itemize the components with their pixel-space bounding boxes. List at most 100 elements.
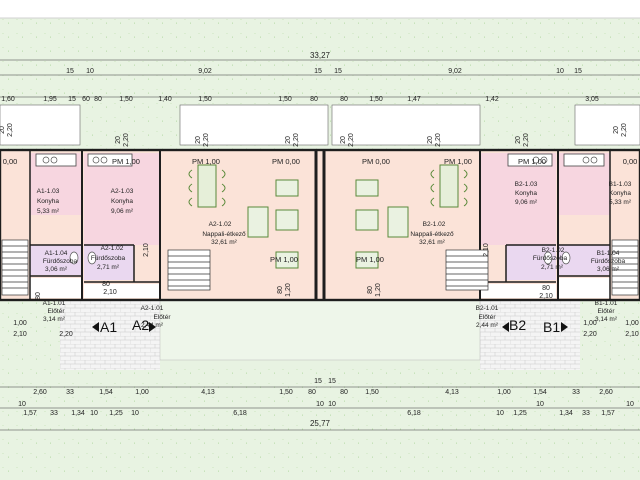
svg-text:2,10: 2,10 [625, 331, 639, 338]
svg-text:A2-1.02: A2-1.02 [209, 221, 232, 228]
room-a1-hall: A1-1.01 Előtér 3,14 m² [43, 300, 66, 323]
svg-text:Fürdőszoba: Fürdőszoba [91, 255, 126, 262]
room-a2-living: A2-1.02 Nappali-étkező 32,61 m² [202, 221, 246, 246]
svg-text:1,50: 1,50 [279, 389, 293, 396]
svg-text:Konyha: Konyha [609, 190, 631, 197]
svg-text:20: 20 [613, 126, 620, 134]
svg-text:2,20: 2,20 [348, 133, 355, 147]
svg-text:Előtér: Előtér [154, 314, 172, 321]
svg-text:10: 10 [496, 410, 504, 417]
unit-label-a2: A2 [132, 317, 149, 333]
svg-text:2,20: 2,20 [203, 133, 210, 147]
sink-icons [42, 156, 598, 164]
svg-text:2,71 m²: 2,71 m² [97, 264, 120, 271]
svg-text:32,61 m²: 32,61 m² [419, 239, 445, 246]
svg-text:33: 33 [50, 410, 58, 417]
top-margin [0, 0, 640, 18]
svg-text:80: 80 [35, 292, 42, 300]
svg-text:B1-1.04: B1-1.04 [597, 250, 620, 257]
svg-text:20: 20 [340, 136, 347, 144]
svg-text:2,20: 2,20 [583, 331, 597, 338]
stairs-center-right [445, 249, 489, 291]
svg-text:Nappali-étkező: Nappali-étkező [202, 231, 246, 238]
svg-text:4,13: 4,13 [445, 389, 459, 396]
walls [0, 148, 640, 302]
hall-a1 [30, 278, 82, 298]
room-a1-kitchen: A1-1.03 Konyha 5,33 m² [37, 188, 60, 215]
svg-text:2,20: 2,20 [621, 123, 628, 137]
svg-text:10: 10 [626, 401, 634, 408]
svg-text:20: 20 [115, 136, 122, 144]
kitchen-b2 [480, 153, 556, 245]
svg-text:10: 10 [90, 410, 98, 417]
paving-right [480, 298, 580, 370]
svg-text:A1-1.01: A1-1.01 [43, 300, 66, 307]
svg-text:5,33 m²: 5,33 m² [609, 199, 632, 206]
dim-bottom-row2: 10 1,57 33 1,34 10 1,25 10 6,18 10 10 6,… [18, 401, 634, 417]
dim-bottom-total: 25,77 [310, 419, 331, 428]
svg-text:6,18: 6,18 [407, 410, 421, 417]
svg-text:80: 80 [340, 96, 348, 103]
svg-text:1,40: 1,40 [158, 96, 172, 103]
svg-text:2,20: 2,20 [435, 133, 442, 147]
svg-text:1,50: 1,50 [278, 96, 292, 103]
svg-text:3,14 m²: 3,14 m² [595, 316, 618, 323]
svg-text:3,14 m²: 3,14 m² [43, 316, 66, 323]
svg-text:2,10: 2,10 [103, 289, 117, 296]
svg-text:15: 15 [68, 96, 76, 103]
svg-text:B2-1.02: B2-1.02 [542, 247, 565, 254]
svg-text:60: 60 [82, 96, 90, 103]
svg-text:1,54: 1,54 [99, 389, 113, 396]
svg-text:Konyha: Konyha [37, 198, 59, 205]
svg-text:2,20: 2,20 [7, 123, 14, 137]
dining-table-left [188, 164, 226, 208]
room-b1-hall: B1-1.01 Előtér 3,14 m² [595, 300, 618, 323]
svg-text:10: 10 [18, 401, 26, 408]
dim-top-total: 33,27 [310, 51, 331, 60]
svg-text:PM 0,00: PM 0,00 [272, 157, 300, 166]
dim-misc: 80 2,10 2,10 80 80 2,10 2,10 80 1,20 80 … [13, 243, 639, 338]
hall-b1 [558, 278, 610, 298]
svg-text:10: 10 [556, 68, 564, 75]
svg-text:2,71 m²: 2,71 m² [541, 264, 564, 271]
svg-text:10: 10 [328, 401, 336, 408]
svg-text:Fürdőszoba: Fürdőszoba [591, 258, 626, 265]
svg-text:2,20: 2,20 [523, 133, 530, 147]
svg-text:1,34: 1,34 [71, 410, 85, 417]
dim-window-heights: 20 2,20 20 2,20 20 2,20 20 2,20 20 2,20 … [0, 123, 628, 147]
svg-text:80: 80 [94, 96, 102, 103]
svg-text:A2-1.03: A2-1.03 [111, 188, 134, 195]
svg-text:1,50: 1,50 [198, 96, 212, 103]
svg-text:15: 15 [334, 68, 342, 75]
svg-text:15: 15 [314, 378, 322, 385]
dimension-lines [0, 59, 640, 431]
stairs-right [611, 239, 639, 296]
svg-text:3,06 m²: 3,06 m² [45, 266, 68, 273]
svg-text:1,00: 1,00 [625, 320, 639, 327]
terrace-left [0, 104, 81, 146]
svg-text:33: 33 [582, 410, 590, 417]
svg-text:1,95: 1,95 [43, 96, 57, 103]
unit-arrow-icons [92, 322, 568, 332]
svg-text:B1-1.03: B1-1.03 [609, 181, 632, 188]
svg-text:2,10: 2,10 [539, 293, 553, 300]
svg-text:15: 15 [314, 68, 322, 75]
svg-text:1,54: 1,54 [533, 389, 547, 396]
svg-text:PM 1,00: PM 1,00 [192, 157, 220, 166]
svg-text:Konyha: Konyha [111, 198, 133, 205]
svg-text:1,20: 1,20 [285, 283, 292, 297]
svg-text:80: 80 [308, 389, 316, 396]
svg-text:2,44 m²: 2,44 m² [476, 322, 499, 329]
svg-text:1,00: 1,00 [497, 389, 511, 396]
svg-text:15: 15 [574, 68, 582, 75]
dining-table-right [430, 164, 468, 208]
svg-text:Előtér: Előtér [479, 314, 497, 321]
svg-text:B2-1.01: B2-1.01 [476, 305, 499, 312]
svg-text:10: 10 [536, 401, 544, 408]
room-b1-bath: B1-1.04 Fürdőszoba 3,06 m² [591, 250, 626, 273]
hall-b2 [480, 284, 556, 298]
svg-text:9,02: 9,02 [448, 68, 462, 75]
svg-text:1,50: 1,50 [365, 389, 379, 396]
room-b2-bath: B2-1.02 Fürdőszoba 2,71 m² [533, 247, 568, 271]
